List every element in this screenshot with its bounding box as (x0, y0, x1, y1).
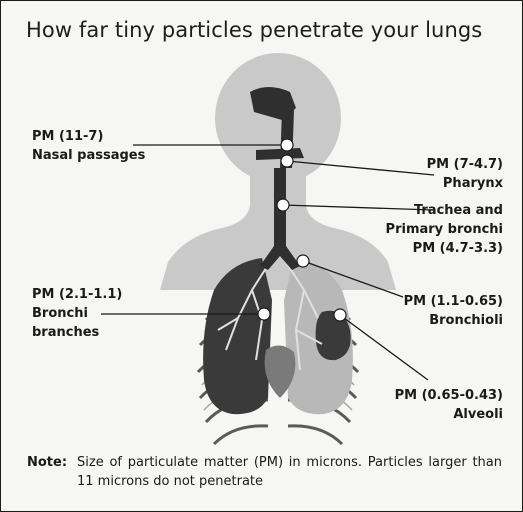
marker-trachea (277, 199, 289, 211)
label-bronchioli: PM (1.1-0.65) Bronchioli (404, 292, 503, 330)
label-trachea: Trachea and Primary bronchi PM (4.7-3.3) (386, 201, 503, 258)
marker-alveoli (334, 309, 346, 321)
label-bronchi-name-1: Bronchi (32, 304, 122, 323)
label-bronchi-pm: PM (2.1-1.1) (32, 285, 122, 304)
mouth-cavity (256, 148, 304, 160)
label-pharynx: PM (7-4.7) Pharynx (427, 155, 503, 193)
label-bronchioli-name: Bronchioli (404, 311, 503, 330)
footnote-label: Note: (27, 453, 67, 472)
label-pharynx-pm: PM (7-4.7) (427, 155, 503, 174)
label-nasal-name: Nasal passages (32, 146, 145, 165)
label-pharynx-name: Pharynx (427, 174, 503, 193)
label-alveoli: PM (0.65-0.43) Alveoli (395, 386, 503, 424)
marker-bronchi (258, 308, 270, 320)
label-alveoli-name: Alveoli (395, 405, 503, 424)
label-nasal-pm: PM (11-7) (32, 127, 145, 146)
label-bronchi-name-2: branches (32, 323, 122, 342)
label-nasal: PM (11-7) Nasal passages (32, 127, 145, 165)
label-bronchi: PM (2.1-1.1) Bronchi branches (32, 285, 122, 342)
label-bronchioli-pm: PM (1.1-0.65) (404, 292, 503, 311)
label-trachea-name-2: Primary bronchi (386, 220, 503, 239)
label-trachea-name-1: Trachea and (386, 201, 503, 220)
label-trachea-pm: PM (4.7-3.3) (386, 239, 503, 258)
label-alveoli-pm: PM (0.65-0.43) (395, 386, 503, 405)
marker-nasal (281, 139, 293, 151)
marker-pharynx (281, 155, 293, 167)
footnote-text: Size of particulate matter (PM) in micro… (77, 453, 502, 491)
marker-bronchioli (297, 255, 309, 267)
